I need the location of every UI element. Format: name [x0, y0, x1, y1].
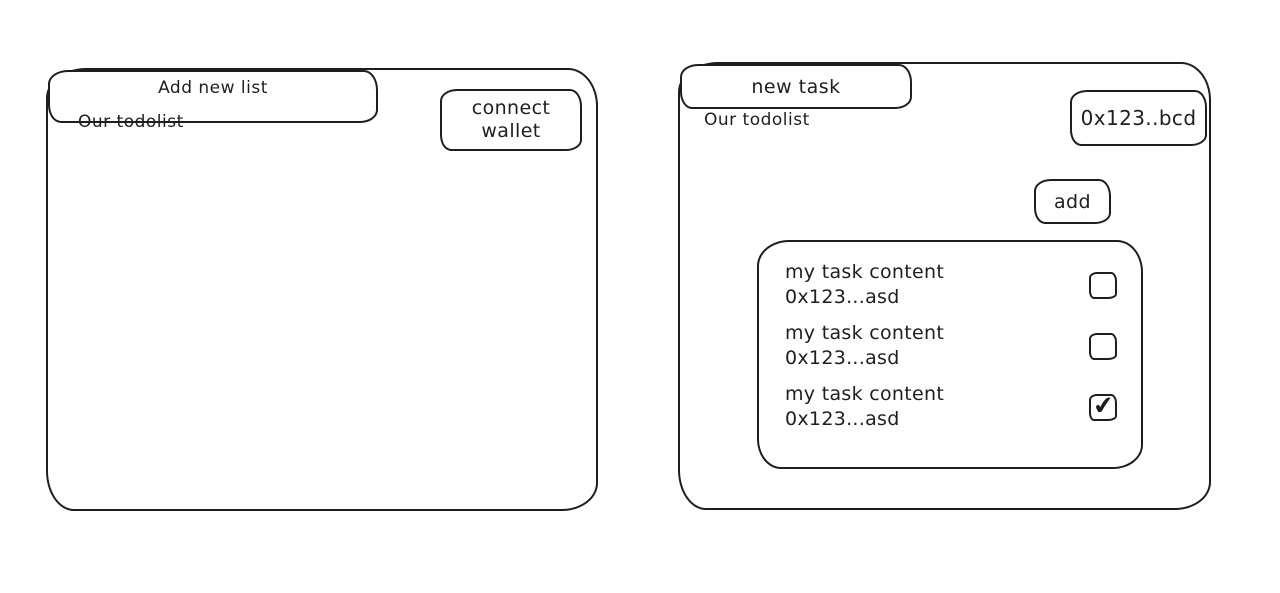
- right-panel-title: Our todolist: [704, 110, 810, 130]
- task-address: 0x123...asd: [785, 286, 900, 308]
- checkmark-icon: ✔: [1091, 389, 1115, 421]
- new-task-input[interactable]: new task: [680, 64, 912, 109]
- task-row: my task content 0x123...asd: [785, 260, 1123, 310]
- task-address: 0x123...asd: [785, 347, 900, 369]
- task-text: my task content 0x123...asd: [785, 260, 944, 310]
- task-checkbox[interactable]: [1089, 271, 1117, 299]
- right-panel-connected-frame: Our todolist 0x123..bcd new task add my …: [678, 62, 1211, 510]
- task-content: my task content: [785, 383, 945, 405]
- wallet-address-button[interactable]: 0x123..bcd: [1070, 90, 1207, 146]
- task-checkbox[interactable]: [1089, 332, 1117, 360]
- add-new-list-button[interactable]: Add new list: [48, 70, 378, 123]
- task-text: my task content 0x123...asd: [785, 321, 944, 371]
- task-row: my task content 0x123...asd: [785, 321, 1123, 371]
- task-address: 0x123...asd: [785, 408, 900, 430]
- task-content: my task content: [785, 322, 945, 344]
- left-panel-disconnected-frame: Our todolist connect wallet Add new list: [46, 68, 598, 511]
- task-list: my task content 0x123...asd my task cont…: [757, 240, 1143, 469]
- task-checkbox-checked[interactable]: ✔: [1089, 389, 1117, 421]
- add-task-button[interactable]: add: [1034, 179, 1111, 224]
- connect-wallet-button[interactable]: connect wallet: [440, 89, 582, 151]
- task-content: my task content: [785, 261, 945, 283]
- left-panel-title: Our todolist: [78, 112, 184, 132]
- task-text: my task content 0x123...asd: [785, 382, 944, 432]
- task-row: my task content 0x123...asd ✔: [785, 382, 1123, 432]
